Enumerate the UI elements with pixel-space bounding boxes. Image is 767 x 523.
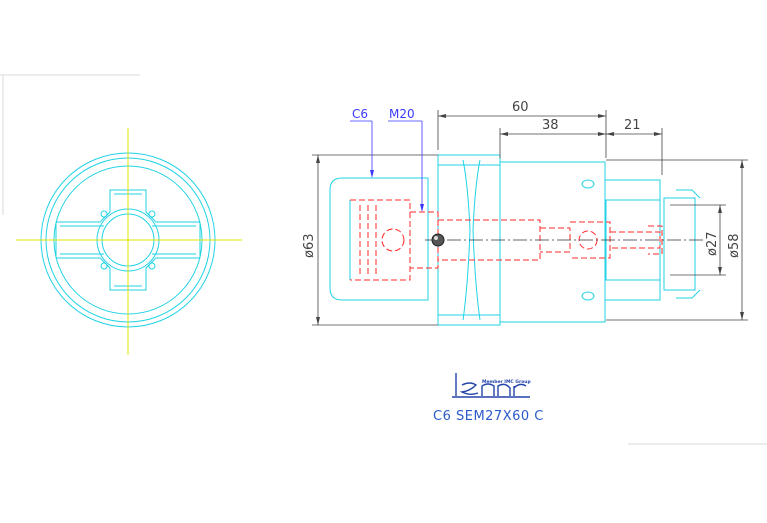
side-view: 60 38 21 ø63 ø27 ø58 C6 M20	[302, 100, 748, 326]
dimension-dia-58: ø58	[727, 234, 742, 259]
dimension-dia-27: ø27	[705, 232, 720, 257]
dimension-60: 60	[512, 100, 529, 115]
side-view-hidden-detail	[350, 199, 663, 281]
drawing-title: C6 SEM27X60 C	[433, 409, 544, 424]
callout-leaders	[350, 120, 423, 210]
iscar-logo: Member IMC Group	[452, 373, 532, 398]
center-ball	[431, 233, 445, 247]
callout-thread: M20	[389, 107, 415, 121]
dimension-arrows	[316, 114, 744, 325]
frame-lines	[0, 74, 767, 445]
dimension-38: 38	[542, 118, 559, 133]
side-view-outline	[329, 154, 701, 326]
end-view	[16, 128, 242, 355]
end-view-centerlines	[16, 128, 242, 355]
callout-arrows	[370, 170, 424, 212]
dimension-lines	[312, 110, 748, 326]
iscar-logo-icon	[452, 373, 530, 398]
logo-tagline: Member IMC Group	[482, 379, 532, 385]
callout-collet: C6	[352, 107, 368, 121]
dimension-dia-63: ø63	[302, 234, 317, 259]
dimension-21: 21	[624, 118, 641, 133]
